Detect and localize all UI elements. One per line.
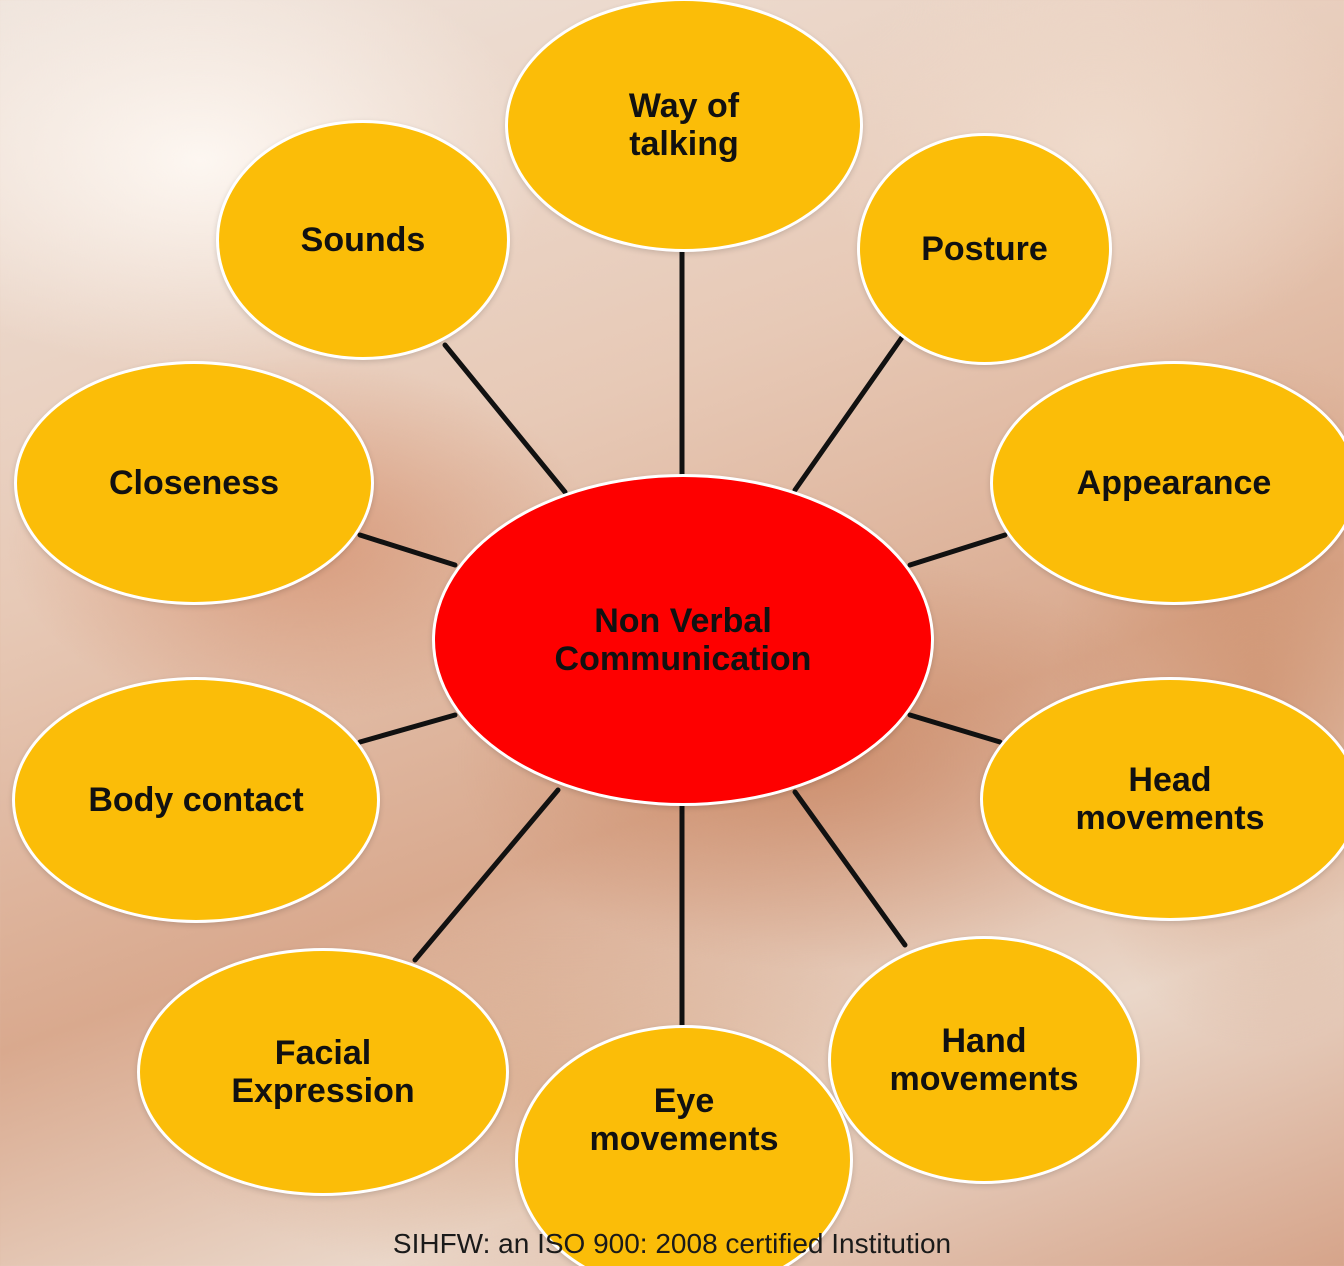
- center-node-non-verbal-communication: Non Verbal Communication: [432, 474, 934, 806]
- node-label-hand-movements: Hand movements: [890, 1022, 1079, 1098]
- connector-closeness: [360, 535, 455, 565]
- node-label-body-contact: Body contact: [88, 781, 303, 819]
- node-label-head-movements: Head movements: [1076, 761, 1265, 837]
- connector-facial-expression: [415, 790, 558, 960]
- connector-sounds: [445, 345, 565, 492]
- connector-hand-movements: [795, 792, 905, 945]
- node-hand-movements: Hand movements: [828, 936, 1140, 1184]
- node-posture: Posture: [857, 133, 1112, 365]
- footer-caption: SIHFW: an ISO 900: 2008 certified Instit…: [0, 1228, 1344, 1260]
- connector-appearance: [910, 535, 1005, 565]
- node-facial-expression: Facial Expression: [137, 948, 509, 1196]
- node-closeness: Closeness: [14, 361, 374, 605]
- node-appearance: Appearance: [990, 361, 1344, 605]
- connector-body-contact: [360, 715, 455, 742]
- node-label-eye-movements: Eye movements: [590, 1082, 779, 1158]
- node-label-way-of-talking: Way of talking: [629, 87, 739, 163]
- connector-posture: [795, 326, 910, 490]
- node-head-movements: Head movements: [980, 677, 1344, 921]
- node-label-posture: Posture: [921, 230, 1048, 268]
- node-label-facial-expression: Facial Expression: [231, 1034, 414, 1110]
- node-label-appearance: Appearance: [1077, 464, 1272, 502]
- center-node-label: Non Verbal Communication: [555, 602, 812, 678]
- node-way-of-talking: Way of talking: [505, 0, 863, 252]
- node-body-contact: Body contact: [12, 677, 380, 923]
- node-label-sounds: Sounds: [301, 221, 426, 259]
- node-sounds: Sounds: [216, 120, 510, 360]
- connector-head-movements: [910, 715, 1000, 742]
- node-label-closeness: Closeness: [109, 464, 279, 502]
